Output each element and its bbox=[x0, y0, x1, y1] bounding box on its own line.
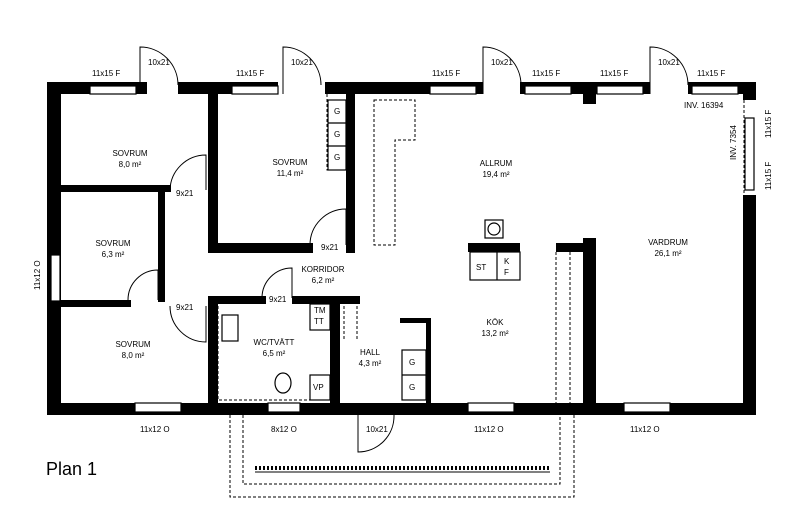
inventory-label: INV. 7354 bbox=[729, 125, 738, 160]
room-area: 6,5 m² bbox=[263, 349, 286, 358]
room-area: 6,2 m² bbox=[312, 276, 335, 285]
fixture-g: G bbox=[334, 107, 340, 116]
door-label: 10x21 bbox=[658, 58, 680, 67]
window-label: 11x15 F bbox=[600, 69, 628, 78]
room-name: HALL bbox=[360, 348, 381, 357]
room-name: SOVRUM bbox=[272, 158, 307, 167]
fixture-vp: VP bbox=[313, 383, 324, 392]
door-label-entry: 10x21 bbox=[366, 425, 388, 434]
room-area: 4,3 m² bbox=[359, 359, 382, 368]
fixture-tm: TM bbox=[314, 306, 326, 315]
room-area: 19,4 m² bbox=[482, 170, 509, 179]
room-area: 6,3 m² bbox=[102, 250, 125, 259]
room-name: WC/TVÄTT bbox=[254, 338, 295, 347]
window-label-right: 11x15 F bbox=[764, 110, 773, 138]
window-label: 11x15 F bbox=[532, 69, 560, 78]
window-label-left: 11x12 O bbox=[33, 260, 42, 290]
window-label: 11x15 F bbox=[432, 69, 460, 78]
kitchen-fixtures bbox=[327, 99, 521, 401]
door-label: 10x21 bbox=[148, 58, 170, 67]
room-name: ALLRUM bbox=[480, 159, 513, 168]
plan-title: Plan 1 bbox=[46, 459, 97, 479]
fixture-labels: G G G G G ST K F TM TT VP bbox=[313, 107, 510, 392]
window-label-right: 11x15 F bbox=[764, 162, 773, 190]
room-name: SOVRUM bbox=[95, 239, 130, 248]
window-label: 11x12 O bbox=[140, 425, 170, 434]
door-label: 9x21 bbox=[176, 303, 194, 312]
internal-door-labels: 9x21 9x21 8x21 9x21 9x21 bbox=[157, 189, 339, 312]
fixture-g: G bbox=[409, 383, 415, 392]
dashed-elements bbox=[217, 94, 745, 498]
windows bbox=[50, 85, 755, 413]
doors bbox=[127, 46, 689, 453]
window-label: 11x12 O bbox=[630, 425, 660, 434]
room-name: SOVRUM bbox=[112, 149, 147, 158]
window-label: 8x12 O bbox=[271, 425, 297, 434]
door-label: 9x21 bbox=[321, 243, 339, 252]
window-label: 11x15 F bbox=[697, 69, 725, 78]
fixture-g: G bbox=[334, 153, 340, 162]
room-name: KÖK bbox=[487, 318, 505, 327]
room-area: 11,4 m² bbox=[277, 169, 304, 178]
door-label: 10x21 bbox=[491, 58, 513, 67]
door-labels-top: 10x21 10x21 10x21 10x21 bbox=[148, 58, 680, 67]
inventory-label: INV. 16394 bbox=[684, 101, 724, 110]
room-name: KORRIDOR bbox=[301, 265, 344, 274]
bathroom-fixtures bbox=[221, 303, 331, 401]
fixture-st: ST bbox=[476, 263, 486, 272]
fixture-k: K bbox=[504, 257, 510, 266]
door-label: 10x21 bbox=[291, 58, 313, 67]
exterior-walls bbox=[47, 82, 756, 415]
fixture-tt: TT bbox=[314, 317, 324, 326]
door-label: 9x21 bbox=[269, 295, 287, 304]
room-name: VARDRUM bbox=[648, 238, 688, 247]
room-area: 13,2 m² bbox=[481, 329, 508, 338]
room-area: 8,0 m² bbox=[119, 160, 142, 169]
room-labels: SOVRUM 8,0 m² SOVRUM 11,4 m² SOVRUM 6,3 … bbox=[95, 149, 688, 368]
fixture-g: G bbox=[409, 358, 415, 367]
room-name: SOVRUM bbox=[115, 340, 150, 349]
door-label: 9x21 bbox=[176, 189, 194, 198]
room-area: 8,0 m² bbox=[122, 351, 145, 360]
room-area: 26,1 m² bbox=[654, 249, 681, 258]
interior-walls bbox=[61, 94, 596, 408]
fixture-f: F bbox=[504, 268, 509, 277]
window-label: 11x15 F bbox=[92, 69, 120, 78]
fixture-g: G bbox=[334, 130, 340, 139]
window-label: 11x15 F bbox=[236, 69, 264, 78]
window-label: 11x12 O bbox=[474, 425, 504, 434]
door-label: 8x21 bbox=[157, 278, 166, 296]
window-labels-bottom: 11x12 O 8x12 O 11x12 O 11x12 O bbox=[140, 425, 660, 434]
window-labels-top: 11x15 F 11x15 F 11x15 F 11x15 F 11x15 F … bbox=[92, 69, 725, 78]
